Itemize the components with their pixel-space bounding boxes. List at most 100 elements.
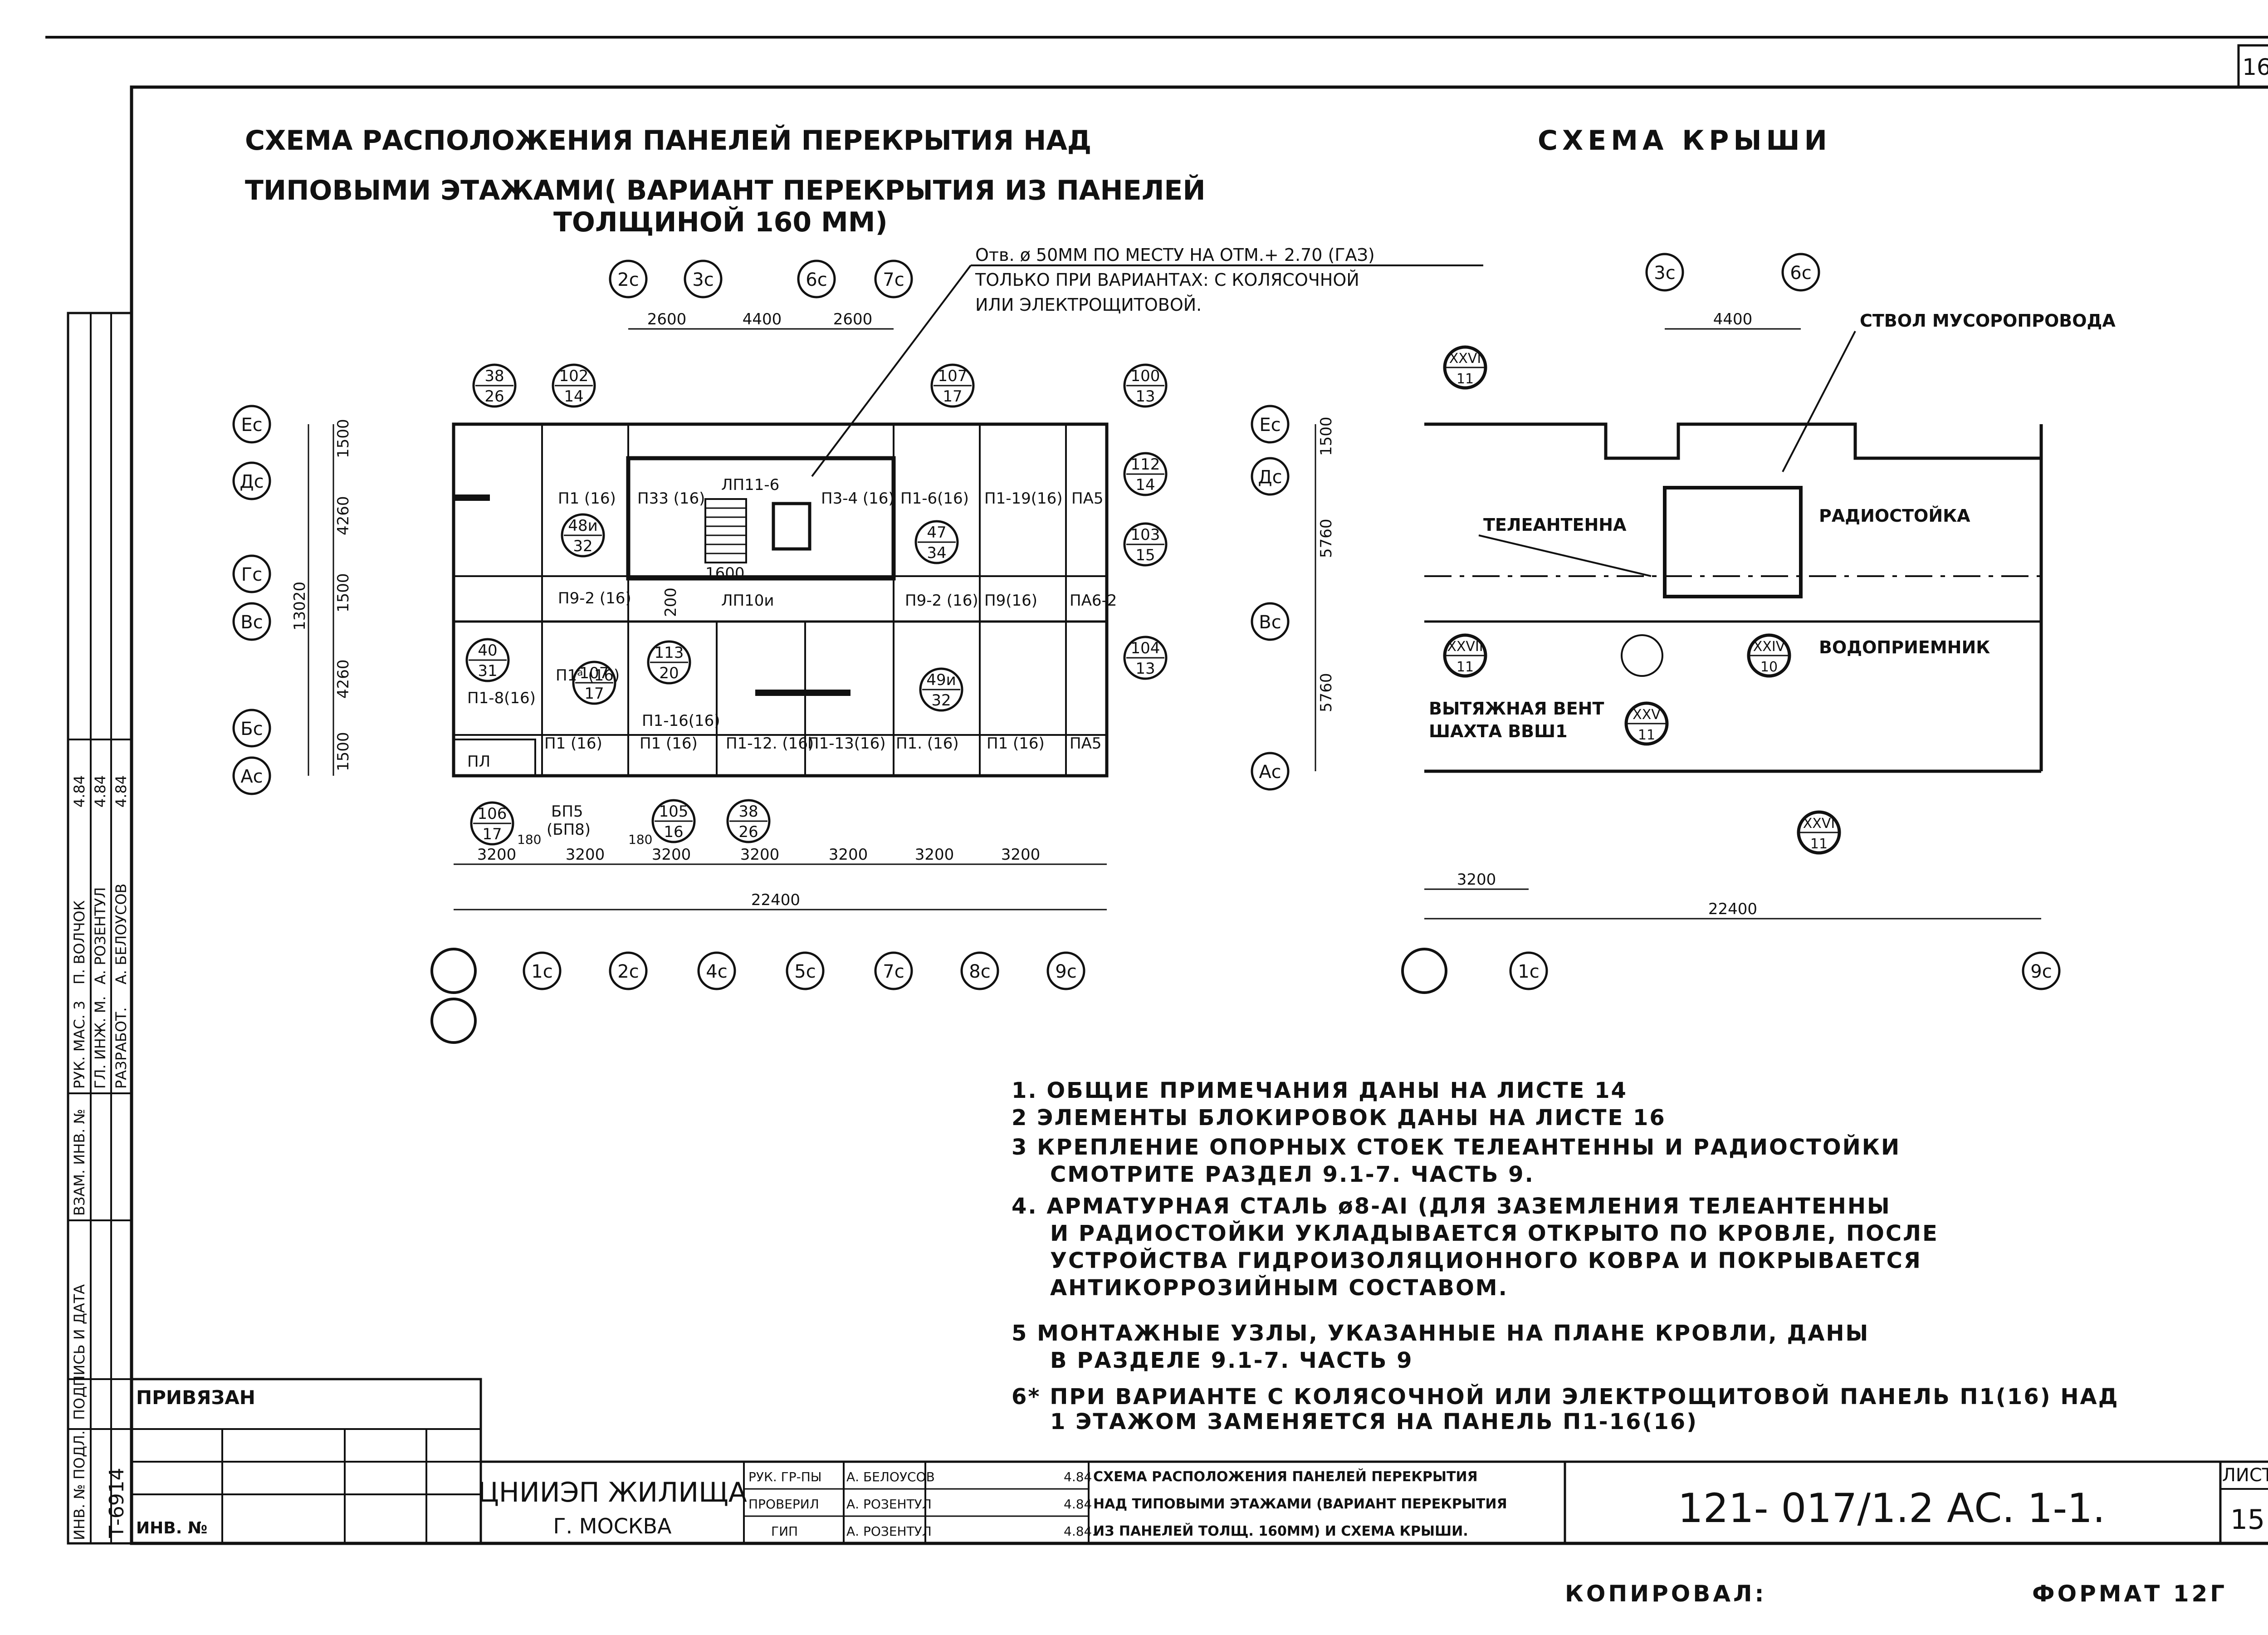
svg-text:1 ЭТАЖОМ ЗАМЕНЯЕТСЯ НА ПАНЕЛЬ: 1 ЭТАЖОМ ЗАМЕНЯЕТСЯ НА ПАНЕЛЬ П1-16(16): [1050, 1409, 1698, 1434]
svg-text:НАД ТИПОВЫМИ ЭТАЖАМИ (ВАРИАНТ: НАД ТИПОВЫМИ ЭТАЖАМИ (ВАРИАНТ ПЕРЕКРЫТИЯ: [1093, 1496, 1507, 1512]
svg-text:3200: 3200: [566, 846, 605, 864]
svg-text:15: 15: [1135, 546, 1155, 564]
drawing-code: 121- 017/1.2 АС. 1-1.: [1678, 1485, 2106, 1532]
svg-text:П1. (16): П1. (16): [896, 734, 959, 753]
svg-text:П1-13(16): П1-13(16): [807, 734, 886, 753]
svg-text:СТВОЛ МУСОРОПРОВОДА: СТВОЛ МУСОРОПРОВОДА: [1860, 311, 2116, 331]
svg-text:А. РОЗЕНТУЛ: А. РОЗЕНТУЛ: [846, 1524, 932, 1539]
roof-dimensions: 4400 1500 5760 5760 3200 22400: [1315, 310, 2041, 920]
svg-text:СХЕМА РАСПОЛОЖЕНИЯ ПАНЕЛЕЙ ПЕР: СХЕМА РАСПОЛОЖЕНИЯ ПАНЕЛЕЙ ПЕРЕКРЫТИЯ: [1093, 1469, 1478, 1485]
svg-text:17: 17: [482, 825, 502, 843]
svg-text:105: 105: [659, 803, 689, 821]
svg-text:34: 34: [927, 544, 946, 562]
empty-axis-bubble: [430, 998, 477, 1044]
svg-text:107: 107: [580, 664, 609, 682]
sheet-number: 15: [2230, 1504, 2265, 1536]
svg-text:17: 17: [584, 685, 604, 703]
axis-bubble: 3с: [684, 259, 723, 299]
svg-text:180: 180: [628, 832, 652, 847]
svg-text:ИНВ. № ПОДЛ.: ИНВ. № ПОДЛ.: [71, 1430, 88, 1540]
svg-text:10: 10: [1760, 659, 1778, 675]
svg-text:А. РОЗЕНТУЛ: А. РОЗЕНТУЛ: [846, 1497, 932, 1512]
general-notes: 1. ОБЩИЕ ПРИМЕЧАНИЯ ДАНЫ НА ЛИСТЕ 14 2 Э…: [1012, 1078, 2117, 1434]
axis-bubble: Ас: [1251, 752, 1290, 791]
axis-bubble: Ес: [1251, 405, 1290, 444]
svg-text:4с: 4с: [706, 961, 727, 982]
svg-text:Ас: Ас: [240, 766, 263, 787]
svg-text:ТОЛЬКО ПРИ ВАРИАНТАХ: С КОЛЯСО: ТОЛЬКО ПРИ ВАРИАНТАХ: С КОЛЯСОЧНОЙ: [975, 270, 1359, 290]
svg-text:2с: 2с: [617, 269, 639, 290]
svg-text:П9(16): П9(16): [984, 592, 1037, 610]
svg-text:(БП8): (БП8): [547, 821, 591, 839]
svg-text:А. РОЗЕНТУЛ: А. РОЗЕНТУЛ: [92, 887, 109, 984]
svg-text:АНТИКОРРОЗИЙНЫМ СОСТАВОМ.: АНТИКОРРОЗИЙНЫМ СОСТАВОМ.: [1050, 1275, 1508, 1301]
svg-text:180: 180: [517, 832, 541, 847]
svg-text:7с: 7с: [883, 269, 904, 290]
axis-bubble: 2с: [609, 951, 648, 990]
svg-text:Т-6914: Т-6914: [105, 1468, 128, 1538]
svg-text:П1-6(16): П1-6(16): [900, 490, 969, 508]
svg-text:102: 102: [559, 367, 589, 385]
svg-text:ВЗАМ. ИНВ. №: ВЗАМ. ИНВ. №: [71, 1109, 88, 1216]
svg-text:11: 11: [1810, 836, 1828, 852]
svg-text:6с: 6с: [806, 269, 827, 290]
svg-text:П1 (16): П1 (16): [558, 490, 616, 508]
svg-text:4400: 4400: [1713, 310, 1753, 328]
svg-text:113: 113: [655, 644, 684, 662]
svg-text:КОПИРОВАЛ:: КОПИРОВАЛ:: [1565, 1581, 1767, 1607]
svg-text:3 КРЕПЛЕНИЕ ОПОРНЫХ СТОЕК ТЕЛЕ: 3 КРЕПЛЕНИЕ ОПОРНЫХ СТОЕК ТЕЛЕАНТЕННЫ И …: [1012, 1134, 1901, 1160]
svg-text:32: 32: [573, 537, 592, 555]
svg-text:XXVI: XXVI: [1449, 351, 1481, 367]
svg-text:16: 16: [664, 823, 683, 841]
roof-title: СХЕМА КРЫШИ: [1538, 125, 1832, 157]
svg-text:4.84: 4.84: [1064, 1469, 1092, 1484]
svg-text:РУК. ГР-ПЫ: РУК. ГР-ПЫ: [748, 1469, 821, 1484]
svg-text:РАЗРАБОТ.: РАЗРАБОТ.: [112, 1007, 130, 1089]
svg-text:ПА5: ПА5: [1071, 490, 1103, 508]
footer: КОПИРОВАЛ: ФОРМАТ 12Г: [1565, 1581, 2224, 1607]
svg-text:107: 107: [938, 367, 968, 385]
svg-text:4.84: 4.84: [1064, 1497, 1092, 1512]
plan-panels: П1 (16) П33 (16) ЛП11-6 П3-4 (16) П1-6(1…: [467, 476, 1117, 847]
svg-text:СМОТРИТЕ РАЗДЕЛ 9.1-7. ЧАСТЬ 9: СМОТРИТЕ РАЗДЕЛ 9.1-7. ЧАСТЬ 9.: [1050, 1162, 1535, 1187]
svg-text:ВОДОПРИЕМНИК: ВОДОПРИЕМНИК: [1819, 637, 1990, 657]
svg-text:ЛП11-6: ЛП11-6: [721, 476, 779, 494]
svg-text:ГИП: ГИП: [771, 1524, 798, 1539]
svg-text:3с: 3с: [692, 269, 714, 290]
svg-text:П. ВОЛЧОК: П. ВОЛЧОК: [71, 900, 88, 984]
org-name: ЦНИИЭП ЖИЛИЩА: [478, 1477, 747, 1508]
axis-bubble: Гс: [232, 554, 271, 593]
axis-bubble: Дс: [1251, 457, 1290, 496]
svg-text:Гс: Гс: [241, 564, 262, 585]
svg-text:4260: 4260: [334, 659, 352, 699]
svg-text:104: 104: [1131, 639, 1160, 657]
svg-text:13: 13: [1135, 387, 1155, 406]
svg-text:14: 14: [564, 387, 583, 406]
svg-text:3200: 3200: [652, 846, 691, 864]
svg-text:112: 112: [1131, 455, 1160, 474]
svg-text:ИЗ ПАНЕЛЕЙ ТОЛЩ. 160ММ) И СХЕМ: ИЗ ПАНЕЛЕЙ ТОЛЩ. 160ММ) И СХЕМА КРЫШИ.: [1093, 1523, 1468, 1539]
org-city: Г. МОСКВА: [553, 1514, 672, 1538]
svg-text:8с: 8с: [969, 961, 990, 982]
svg-text:ЛИСТ: ЛИСТ: [2222, 1465, 2268, 1486]
axis-bubble: Вс: [1251, 602, 1290, 641]
svg-text:ТИПОВЫМИ ЭТАЖАМИ( ВАРИАНТ ПЕРЕ: ТИПОВЫМИ ЭТАЖАМИ( ВАРИАНТ ПЕРЕКРЫТИЯ ИЗ …: [245, 174, 1206, 206]
svg-text:6с: 6с: [1790, 263, 1811, 284]
axis-bubble: 1с: [1509, 951, 1548, 990]
svg-text:3200: 3200: [1001, 846, 1041, 864]
axis-bubble: 9с: [1046, 951, 1085, 990]
